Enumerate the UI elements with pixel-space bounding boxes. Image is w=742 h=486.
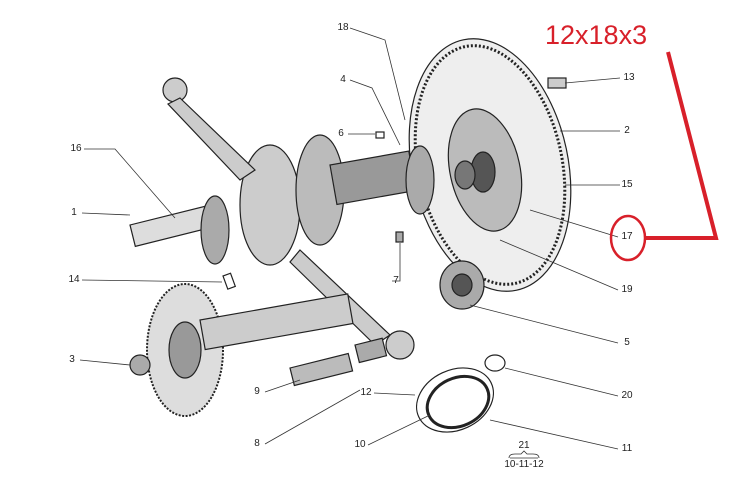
part-label: 15: [621, 179, 633, 190]
part-label: 12: [360, 387, 372, 398]
part-label-highlighted: 17: [621, 231, 633, 242]
part-label: 5: [624, 337, 630, 348]
spring: [222, 272, 237, 290]
part-label: 8: [254, 438, 260, 449]
part-label: 13: [623, 72, 635, 83]
part-label: 6: [338, 128, 344, 139]
callout-line: [646, 51, 719, 240]
part-label: 18: [337, 22, 349, 33]
leader-lines: [79, 27, 621, 459]
group-members: 10-11-12: [504, 459, 544, 470]
part-label: 7: [393, 275, 399, 286]
part-label: 10: [354, 439, 366, 450]
part-label: 9: [254, 386, 260, 397]
crankshaft: [129, 134, 476, 266]
red-annotation-callout: [609, 51, 719, 262]
part-label: 1: [71, 207, 77, 218]
flywheel: [408, 38, 572, 292]
plug: [395, 231, 404, 243]
key: [375, 131, 385, 139]
piston: [415, 367, 495, 433]
piston-pin: [289, 352, 354, 387]
part-label: 11: [621, 443, 633, 454]
part-label: 3: [69, 354, 75, 365]
group-label: 21: [518, 440, 530, 451]
part-label: 16: [70, 143, 82, 154]
bushing: [354, 337, 388, 364]
circlip: [484, 354, 506, 372]
part-label: 2: [624, 125, 630, 136]
camshaft: [129, 283, 354, 417]
part-label: 20: [621, 390, 633, 401]
part-label: 4: [340, 74, 346, 85]
dimension-annotation: 12x18x3: [545, 20, 648, 50]
part-label: 14: [68, 274, 80, 285]
part-label: 19: [621, 284, 633, 295]
highlight-circle: [609, 214, 647, 262]
bolt: [547, 77, 567, 89]
